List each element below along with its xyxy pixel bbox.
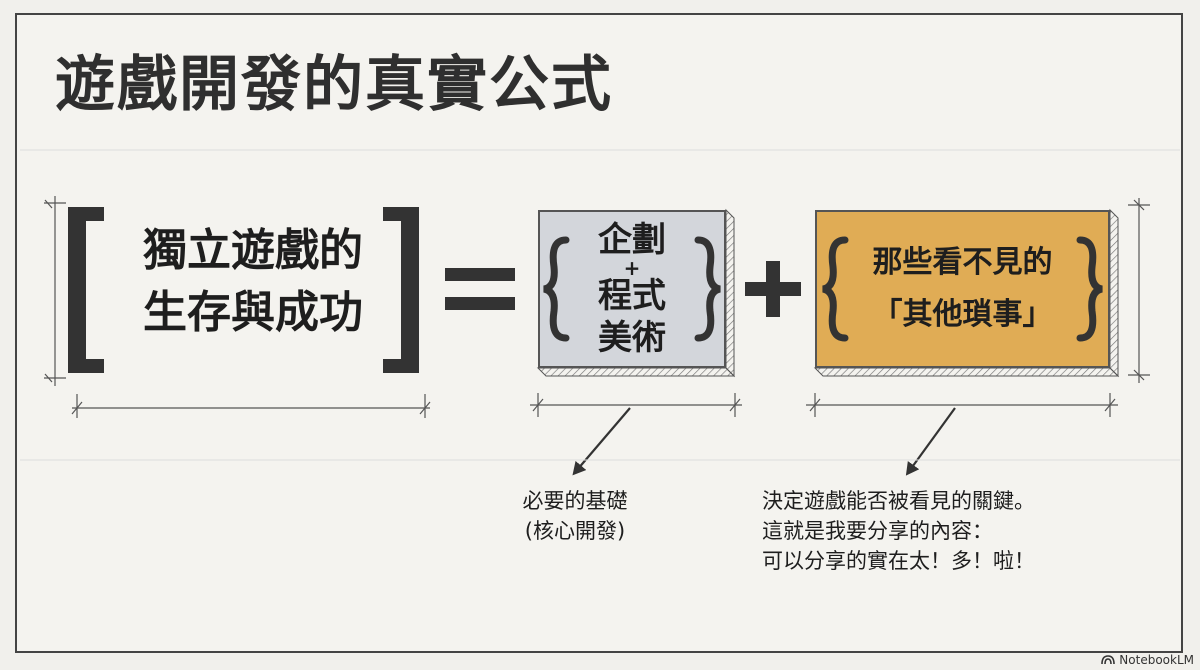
core-item-planning: 企劃 <box>598 220 666 260</box>
dimension-core <box>530 393 742 417</box>
lhs-label: 獨立遊戲的 生存與成功 <box>118 220 388 344</box>
arrow-down-left-icon <box>905 407 956 476</box>
brand-name: NotebookLM <box>1119 653 1194 667</box>
other-box-shadow <box>813 208 1120 378</box>
other-note-line-3: 可以分享的實在太！多！啦！ <box>762 549 1035 573</box>
core-note-line-2: (核心開發) <box>524 519 626 543</box>
background-grid <box>20 149 1180 461</box>
other-braces-icon <box>822 236 1103 342</box>
core-dev-box: 企劃 + 程式 美術 <box>538 210 726 368</box>
other-note-line-2: 這就是我要分享的內容： <box>762 519 993 543</box>
brand-watermark: NotebookLM <box>1101 653 1194 667</box>
core-item-programming: 程式 <box>598 276 666 316</box>
page-title: 遊戲開發的真實公式 <box>55 50 613 120</box>
core-item-art: 美術 <box>598 318 666 358</box>
core-box-shadow <box>536 208 736 378</box>
notebooklm-logo-icon <box>1101 655 1116 665</box>
plus-icon <box>745 261 801 317</box>
core-note-line-1: 必要的基礎 <box>522 489 628 513</box>
other-note-line-1: 決定遊戲能否被看見的關鍵。 <box>762 489 1035 513</box>
core-braces-icon <box>543 236 721 342</box>
bracket-left <box>68 207 104 373</box>
dimension-other <box>806 393 1118 417</box>
core-note: 必要的基礎 (核心開發) <box>505 486 645 546</box>
core-box-text: 企劃 + 程式 美術 <box>540 212 724 366</box>
equals-icon <box>445 268 515 310</box>
dimension-right <box>1128 198 1150 383</box>
bracket-right <box>383 207 419 373</box>
lhs-line-2: 生存與成功 <box>143 287 363 338</box>
other-tasks-box: 那些看不見的 「其他瑣事」 <box>815 210 1110 368</box>
dimension-lhs <box>44 196 431 418</box>
other-note: 決定遊戲能否被看見的關鍵。 這就是我要分享的內容： 可以分享的實在太！多！啦！ <box>762 486 1035 576</box>
other-line-1: 那些看不見的 <box>872 245 1053 280</box>
other-line-2: 「其他瑣事」 <box>872 297 1053 332</box>
core-plus: + <box>623 256 641 280</box>
lhs-line-1: 獨立遊戲的 <box>143 225 363 276</box>
arrow-down-left-icon <box>572 407 631 476</box>
other-box-text: 那些看不見的 「其他瑣事」 <box>817 212 1108 366</box>
